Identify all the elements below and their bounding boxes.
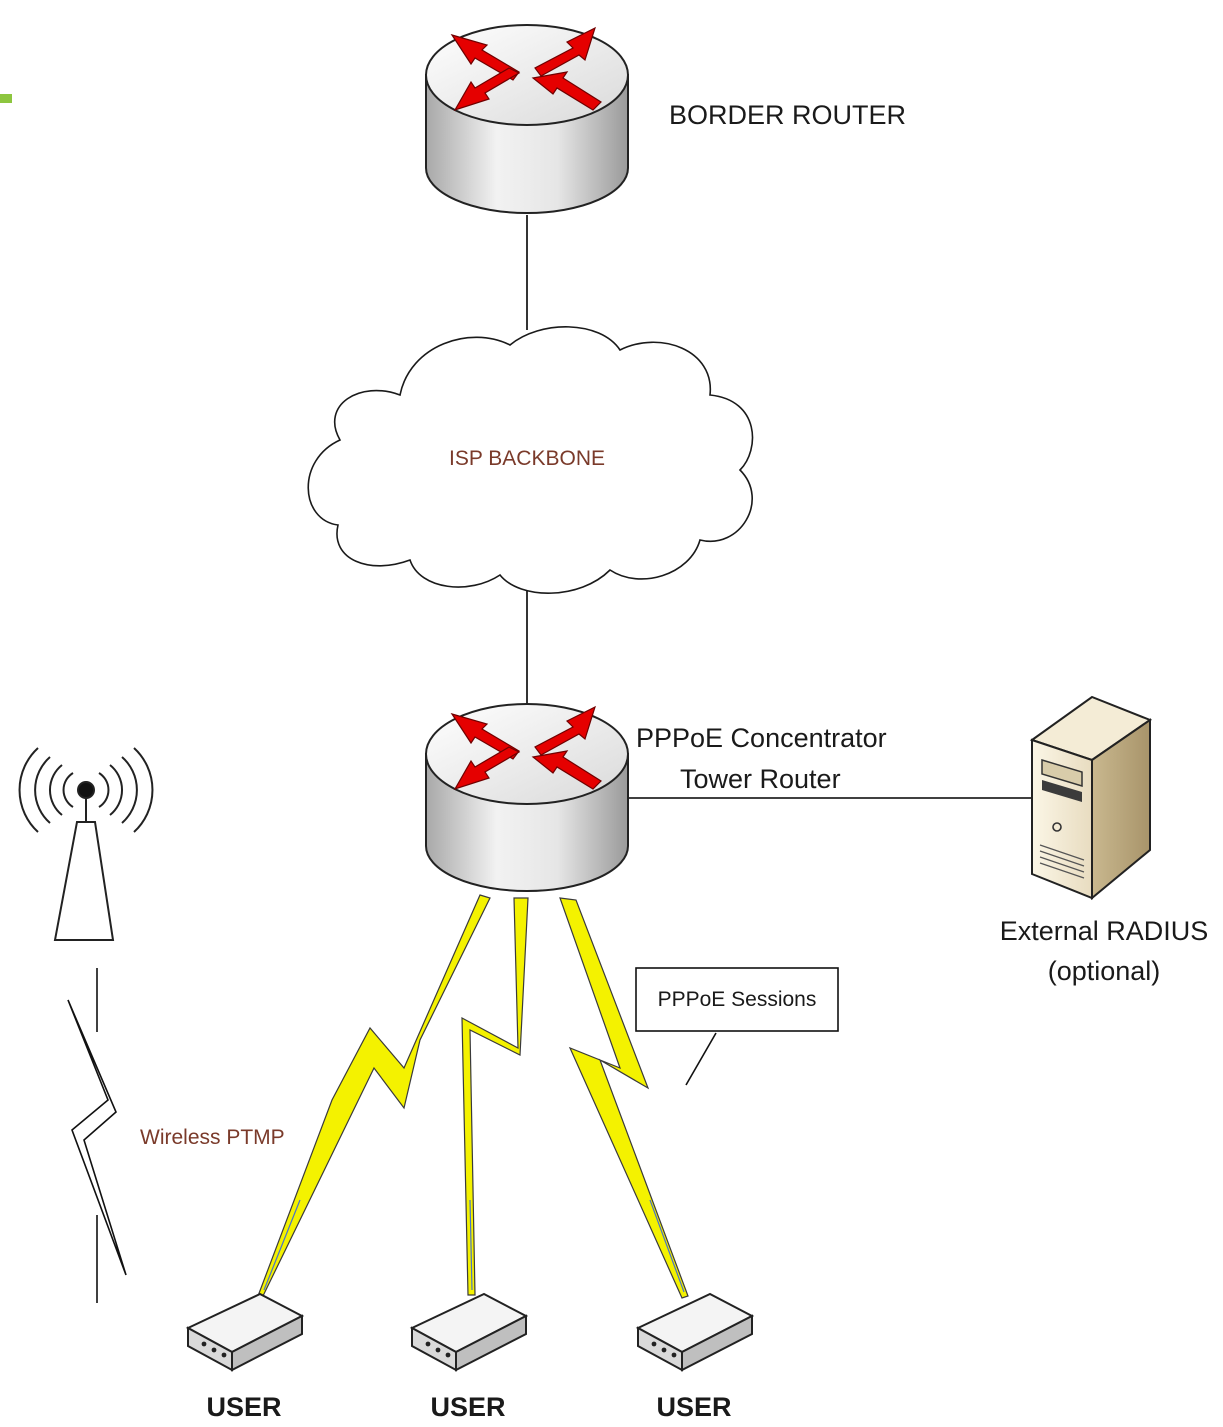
- cpe-device-icon: [409, 1292, 529, 1372]
- user-label: USER: [430, 1392, 505, 1422]
- cpe-device-icon: [185, 1292, 305, 1372]
- accent-mark: [0, 94, 12, 103]
- pppoe-session-links: [257, 894, 689, 1299]
- wireless-link-user-3: [559, 897, 689, 1299]
- border-router-label: BORDER ROUTER: [669, 100, 906, 130]
- border-router-icon: [425, 24, 629, 214]
- user-label: USER: [656, 1392, 731, 1422]
- cloud-icon: [307, 326, 754, 594]
- server-icon: [1029, 695, 1153, 901]
- radius-label-line1: External RADIUS: [1000, 916, 1209, 946]
- links: [526, 215, 1032, 799]
- pppoe-sessions-label: PPPoE Sessions: [658, 988, 817, 1011]
- isp-backbone-label: ISP BACKBONE: [449, 447, 605, 470]
- radius-label-line2: (optional): [1048, 956, 1161, 986]
- concentrator-label-line1: PPPoE Concentrator: [636, 723, 887, 753]
- wireless-link-user-1: [257, 894, 491, 1299]
- cpe-device-icon: [635, 1292, 755, 1372]
- wireless-ptmp-label: Wireless PTMP: [140, 1126, 285, 1149]
- user-label: USER: [206, 1392, 281, 1422]
- pppoe-sessions-callout: PPPoE Sessions: [635, 967, 839, 1086]
- radio-tower-icon: [18, 747, 154, 941]
- wireless-link-user-2: [461, 897, 529, 1296]
- wireless-ptmp-bolt-icon: [67, 968, 127, 1303]
- concentrator-label-line2: Tower Router: [680, 764, 841, 794]
- concentrator-router-icon: [425, 703, 629, 892]
